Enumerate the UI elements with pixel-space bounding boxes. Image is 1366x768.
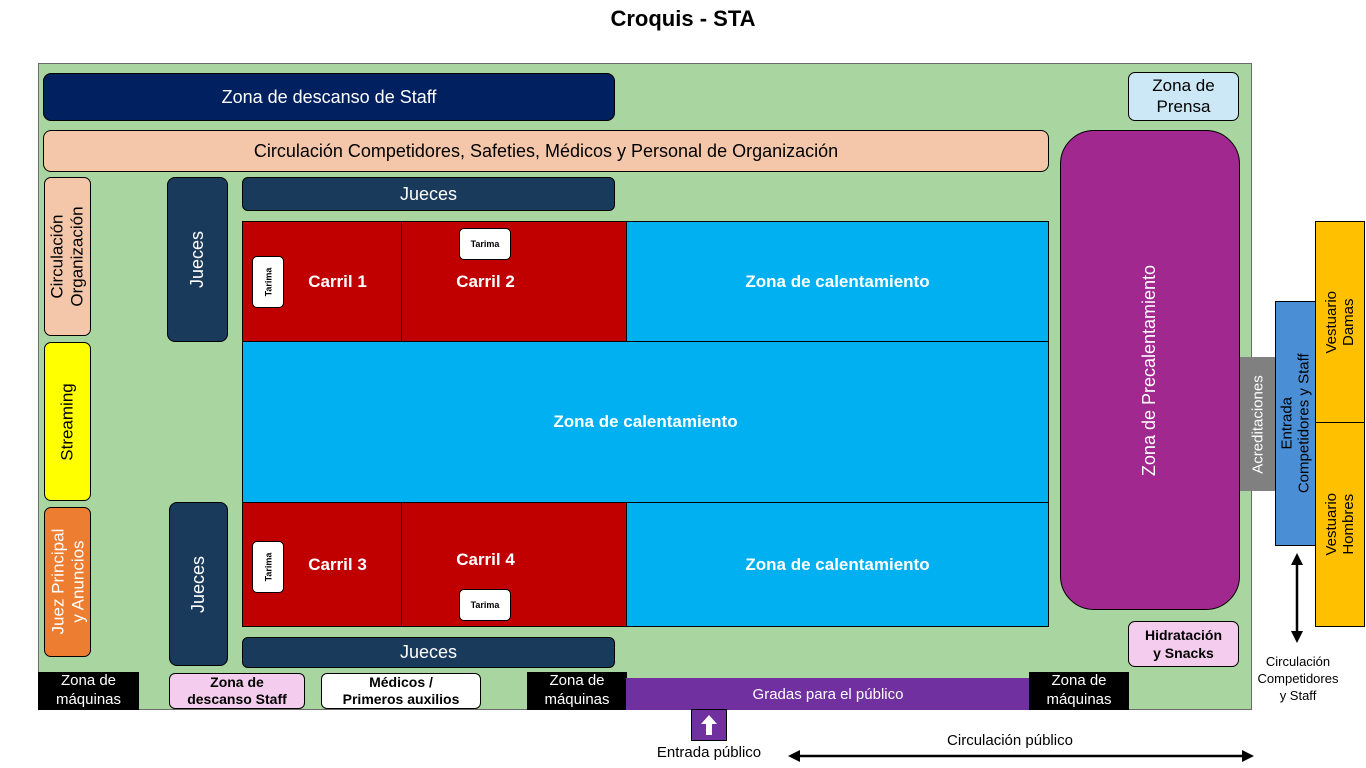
- prewarmup-zone: Zona de Precalentamiento: [1060, 130, 1240, 610]
- judges-label: Jueces: [186, 230, 207, 289]
- machine-zone-right: Zona de máquinas: [1029, 672, 1129, 710]
- org-circulation-label: Circulación Organización: [47, 206, 87, 307]
- competitor-circulation-label: Circulación Competidores y Staff: [1257, 654, 1339, 703]
- warmup-zone-middle: Zona de calentamiento: [242, 341, 1049, 503]
- competitor-entrance-label: Entrada Competidores y Staff: [1278, 353, 1314, 494]
- warmup-zone-top: Zona de calentamiento: [626, 221, 1049, 342]
- lane-2: Carril 2: [401, 221, 628, 342]
- locker-women-label: Vestuario Damas: [1322, 291, 1358, 354]
- public-stands: Gradas para el público: [626, 678, 1030, 710]
- page-title: Croquis - STA: [610, 6, 756, 31]
- tarima-lane-3: Tarima: [252, 541, 284, 593]
- head-judge-label: Juez Principal y Anuncios: [47, 529, 87, 635]
- streaming-label: Streaming: [57, 382, 77, 461]
- double-arrow-vertical-icon: [1291, 553, 1303, 643]
- tarima-label: Tarima: [262, 552, 273, 582]
- staff-rest-zone-bottom: Zona de descanso Staff: [169, 673, 305, 709]
- tarima-lane-1: Tarima: [252, 256, 284, 308]
- machine-zone-center: Zona de máquinas: [527, 672, 627, 710]
- tarima-lane-4: Tarima: [459, 589, 511, 621]
- accreditations-zone: Acreditaciones: [1240, 357, 1277, 491]
- competitor-circulation-zone: Circulación Competidores, Safeties, Médi…: [43, 130, 1049, 172]
- judges-left-top: Jueces: [167, 177, 228, 342]
- judges-label: Jueces: [188, 555, 209, 613]
- staff-rest-zone: Zona de descanso de Staff: [43, 73, 615, 121]
- prewarmup-label: Zona de Precalentamiento: [1139, 264, 1160, 476]
- public-entrance-label: Entrada público: [656, 744, 762, 761]
- accreditations-label: Acreditaciones: [1250, 374, 1268, 474]
- double-arrow-horizontal-icon: [788, 750, 1254, 762]
- org-circulation-zone: Circulación Organización: [44, 177, 91, 336]
- competitor-staff-entrance: Entrada Competidores y Staff: [1275, 301, 1317, 546]
- lane-4: Carril 4: [401, 502, 628, 627]
- press-zone: Zona de Prensa: [1128, 72, 1239, 121]
- judges-left-bottom: Jueces: [169, 502, 228, 666]
- locker-men: Vestuario Hombres: [1315, 422, 1365, 627]
- hydration-zone: Hidratación y Snacks: [1128, 621, 1239, 667]
- head-judge-zone: Juez Principal y Anuncios: [44, 507, 91, 657]
- medics-zone: Médicos / Primeros auxilios: [321, 673, 481, 709]
- tarima-lane-2: Tarima: [459, 228, 511, 260]
- warmup-zone-bottom: Zona de calentamiento: [626, 502, 1049, 627]
- locker-men-label: Vestuario Hombres: [1322, 493, 1358, 556]
- public-entrance-door: [691, 709, 727, 741]
- streaming-zone: Streaming: [44, 342, 91, 501]
- locker-women: Vestuario Damas: [1315, 221, 1365, 424]
- machine-zone-left: Zona de máquinas: [38, 672, 139, 710]
- judges-bottom: Jueces: [242, 637, 615, 668]
- judges-top: Jueces: [242, 177, 615, 211]
- public-circulation-label: Circulación público: [947, 732, 1073, 749]
- arrow-up-icon: [701, 715, 717, 735]
- tarima-label: Tarima: [262, 267, 273, 297]
